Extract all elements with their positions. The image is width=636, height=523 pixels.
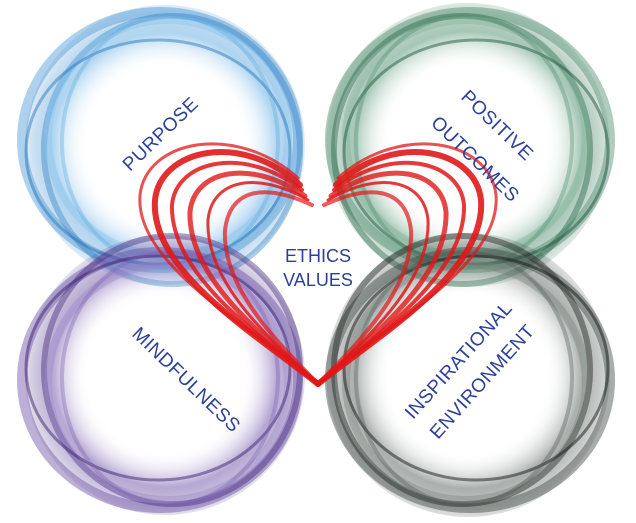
label-values: VALUES bbox=[283, 270, 353, 290]
label-ethics: ETHICS bbox=[285, 246, 351, 266]
inspirational-environment-ring bbox=[325, 233, 615, 517]
heart-icon bbox=[138, 142, 498, 387]
mindfulness-ring bbox=[17, 233, 305, 515]
